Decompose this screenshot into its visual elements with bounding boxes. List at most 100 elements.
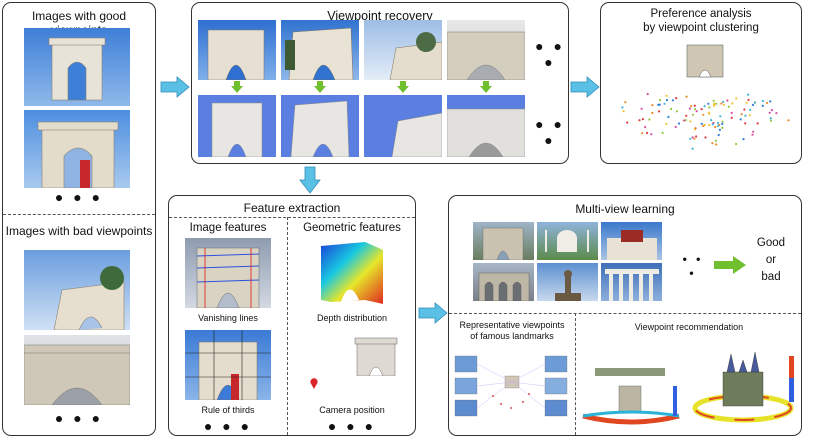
cluster-point [624,101,627,104]
cluster-point [694,108,697,111]
cluster-point [700,122,703,125]
recovery-arrow-2 [314,81,326,93]
cluster-point [665,99,669,102]
cluster-point [769,119,772,122]
cluster-point [747,93,750,96]
recovery-bottom-3 [364,95,442,157]
cluster-point [753,101,756,104]
recovery-top-4 [447,20,525,80]
cluster-point [742,138,745,141]
cluster-point [651,104,654,107]
cluster-point [718,128,721,131]
multiview-panel: Multi-view learning • • • Good or bad Re… [448,195,802,436]
cluster-point [689,120,692,123]
cluster-point [751,133,754,136]
result-good: Good [756,237,786,249]
cluster-point [731,102,734,105]
representative-viewpoints-figure [454,355,568,417]
feature-divider-v [287,217,288,435]
cluster-point [716,121,720,125]
good-photo-2 [24,110,130,188]
cluster-point [730,116,733,119]
recovery-arrow-3 [397,81,409,93]
cluster-point [693,128,696,131]
cluster-point [665,94,668,97]
cluster-point [644,126,647,129]
cluster-point [744,122,747,125]
cluster-point [719,115,722,118]
cluster-point [711,142,714,145]
cluster-point [638,119,641,122]
cluster-point [745,101,748,104]
recovery-top-2 [281,20,359,80]
cluster-point [752,130,755,133]
feature-left-ellipsis: ● ● ● [203,418,253,434]
cluster-point [663,102,666,105]
cluster-point [695,110,698,113]
feature-divider-h [169,217,415,218]
recovery-bottom-4 [447,95,525,157]
cluster-point [670,107,673,111]
recommendation-title: Viewpoint recommendation [634,322,744,332]
cluster-point [640,107,643,110]
cluster-point [712,99,715,102]
cluster-point [739,118,742,121]
cluster-point [685,95,688,98]
cluster-point [658,110,661,113]
good-photo-1 [24,28,130,106]
cluster-point [768,111,771,114]
good-ellipsis: ● ● ● [54,189,104,205]
cluster-point [704,136,707,139]
arrow-to-preference [570,76,600,98]
cluster-point [722,100,725,103]
cluster-point [684,119,687,122]
cluster-point [770,109,773,112]
cluster-point [714,139,717,142]
cluster-point [661,131,664,134]
recovery-top-1 [198,20,276,80]
cluster-point [693,137,696,140]
cluster-point [690,105,693,108]
cluster-point [740,113,743,116]
cluster-point [700,108,703,111]
cluster-point [711,123,714,126]
vanishing-lines-label: Vanishing lines [198,313,258,323]
cluster-point [674,125,677,129]
cluster-point [735,142,738,146]
feature-title: Feature extraction [243,201,341,215]
left-divider [3,214,155,215]
cluster-point [695,135,698,138]
cluster-point [721,126,724,129]
recovery-bottom-ellipsis: ● ● ● [535,116,565,148]
cluster-point [721,120,724,123]
cluster-point [650,133,653,136]
cluster-point [717,124,720,128]
cluster-point [641,132,644,135]
cluster-point [708,124,711,127]
cluster-point [715,102,718,105]
recovery-title: Viewpoint recovery [327,9,433,23]
camera-position-label: Camera position [319,405,385,415]
cluster-point [743,108,746,111]
cluster-point [730,111,733,114]
cluster-point [702,113,705,116]
rule-of-thirds-image [185,330,271,400]
depth-distribution-map [321,242,383,304]
preference-title-1: Preference analysis [650,8,752,20]
cluster-point [712,103,716,106]
landmark-photo-1 [473,222,534,260]
result-or: or [765,254,777,266]
cluster-point [720,102,723,105]
recommendation-figure-1 [582,368,680,425]
cluster-point [717,133,720,137]
cluster-point [675,110,678,113]
viewpoint-cluster-plot [621,44,790,150]
cluster-point [727,105,730,108]
cluster-point [658,103,661,106]
cluster-point [693,104,696,107]
landmark-photo-6 [601,263,662,301]
landmark-photo-2 [537,222,598,260]
bad-photo-2 [24,335,130,405]
arrow-to-features [299,166,321,194]
bad-viewpoints-title: Images with bad viewpoints [5,224,153,238]
